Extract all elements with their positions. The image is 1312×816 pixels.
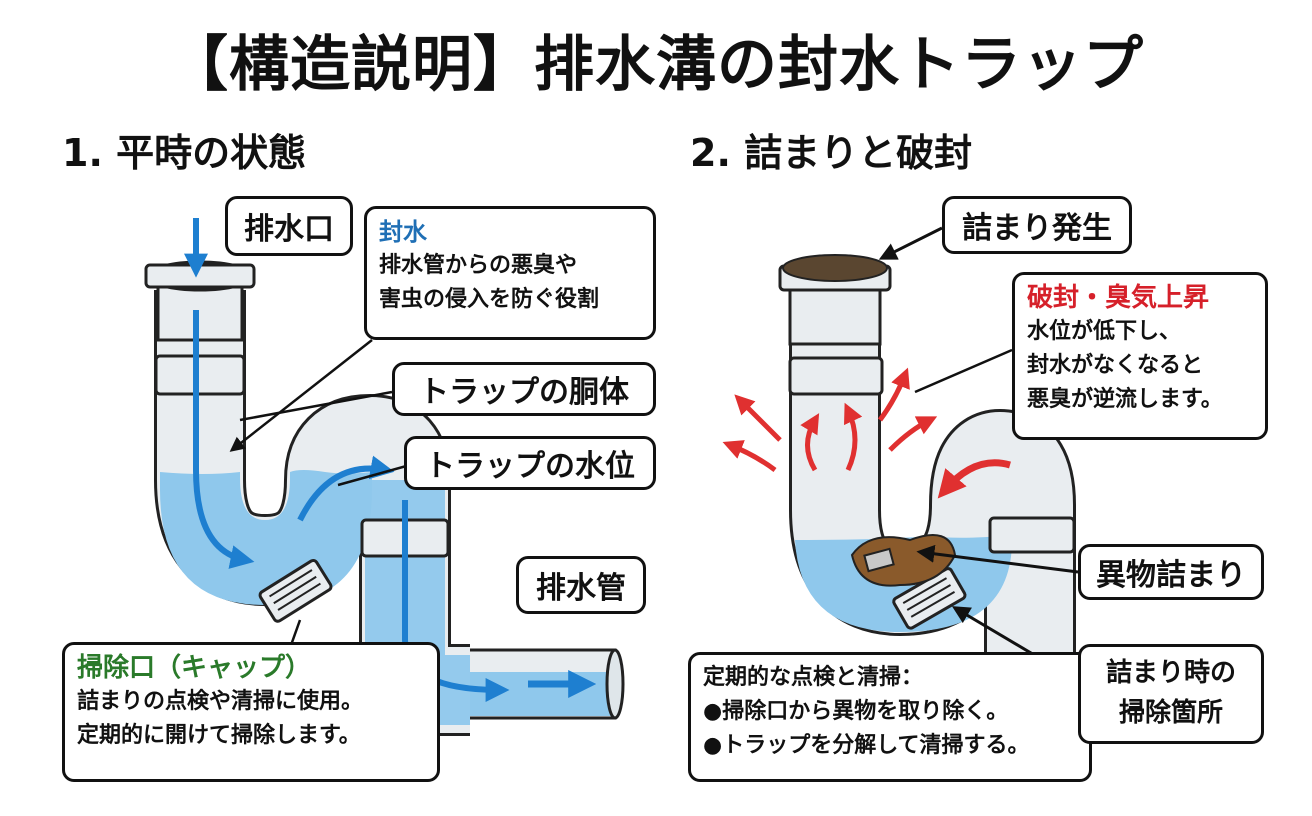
- clog-occurs-label: 詰まり発生: [942, 196, 1132, 254]
- clean-spot-callout: 詰まり時の 掃除箇所: [1078, 644, 1264, 744]
- seal-water-heading: 封水: [379, 218, 427, 246]
- trap-body-label: トラップの胴体: [392, 362, 656, 416]
- cleanout-heading: 掃除口（キャップ）: [77, 653, 312, 683]
- section-2-title: 2. 詰まりと破封: [690, 131, 973, 175]
- seal-water-line-2: 害虫の侵入を防ぐ役割: [379, 287, 600, 312]
- seal-water-leader: [229, 339, 373, 452]
- clean-spot-line-2: 掃除箇所: [1118, 698, 1223, 728]
- section-1-title: 1. 平時の状態: [62, 131, 307, 175]
- clog-occurs-leader: [878, 226, 943, 260]
- trap-body-leader: [239, 390, 393, 422]
- seal-water-line-1: 排水管からの悪臭や: [379, 253, 578, 278]
- flow-arrow-down: [193, 310, 255, 569]
- cleanout-cap: [258, 558, 333, 623]
- seal-break-line-1: 水位が低下し、: [1027, 319, 1182, 344]
- odor-arrows: [722, 367, 1011, 499]
- seal-break-line-3: 悪臭が逆流します。: [1027, 387, 1223, 412]
- slip-nut-top: [154, 354, 246, 396]
- cleanout-line-2: 定期的に開けて掃除します。: [77, 723, 361, 748]
- slip-nut-2: [788, 356, 884, 396]
- maintenance-line-2: ●トラップを分解して清掃する。: [703, 733, 1030, 758]
- clog-debris-top: [782, 254, 888, 282]
- drain-pipe-label: 排水管: [516, 556, 646, 614]
- seal-break-callout: 破封・臭気上昇 水位が低下し、 封水がなくなると 悪臭が逆流します。: [1012, 272, 1268, 440]
- clogged-inlet: [778, 254, 892, 346]
- trap-water: [160, 470, 372, 605]
- cleanout-line-1: 詰まりの点検や清掃に使用。: [77, 689, 364, 714]
- foreign-clog-label: 異物詰まり: [1078, 544, 1264, 600]
- slip-nut-2-outlet: [988, 516, 1076, 554]
- cleanout-cap-2: [892, 567, 967, 630]
- water-level-leader: [337, 463, 411, 487]
- seal-water-callout: 封水 排水管からの悪臭や 害虫の侵入を防ぐ役割: [364, 206, 656, 340]
- seal-break-heading: 破封・臭気上昇: [1027, 283, 1210, 313]
- flow-arrow-up: [297, 455, 395, 522]
- maintenance-callout: 定期的な点検と清掃： ●掃除口から異物を取り除く。 ●トラップを分解して清掃する…: [688, 652, 1092, 782]
- drain-inlet-label: 排水口: [225, 196, 353, 256]
- maintenance-heading: 定期的な点検と清掃：: [703, 665, 924, 690]
- cleanout-callout: 掃除口（キャップ） 詰まりの点検や清掃に使用。 定期的に開けて掃除します。: [62, 642, 440, 782]
- trap-water-level-label: トラップの水位: [404, 436, 656, 490]
- foreign-clog-leader: [916, 544, 1079, 574]
- maintenance-line-1: ●掃除口から異物を取り除く。: [703, 699, 1009, 724]
- clean-spot-line-1: 詰まり時の: [1105, 658, 1236, 688]
- seal-break-leader: [914, 348, 1013, 394]
- trap-clogged: [722, 226, 1086, 687]
- seal-break-line-2: 封水がなくなると: [1027, 353, 1204, 378]
- main-title: 【構造説明】排水溝の封水トラップ: [168, 30, 1144, 100]
- drain-inlet-flange: [144, 260, 256, 342]
